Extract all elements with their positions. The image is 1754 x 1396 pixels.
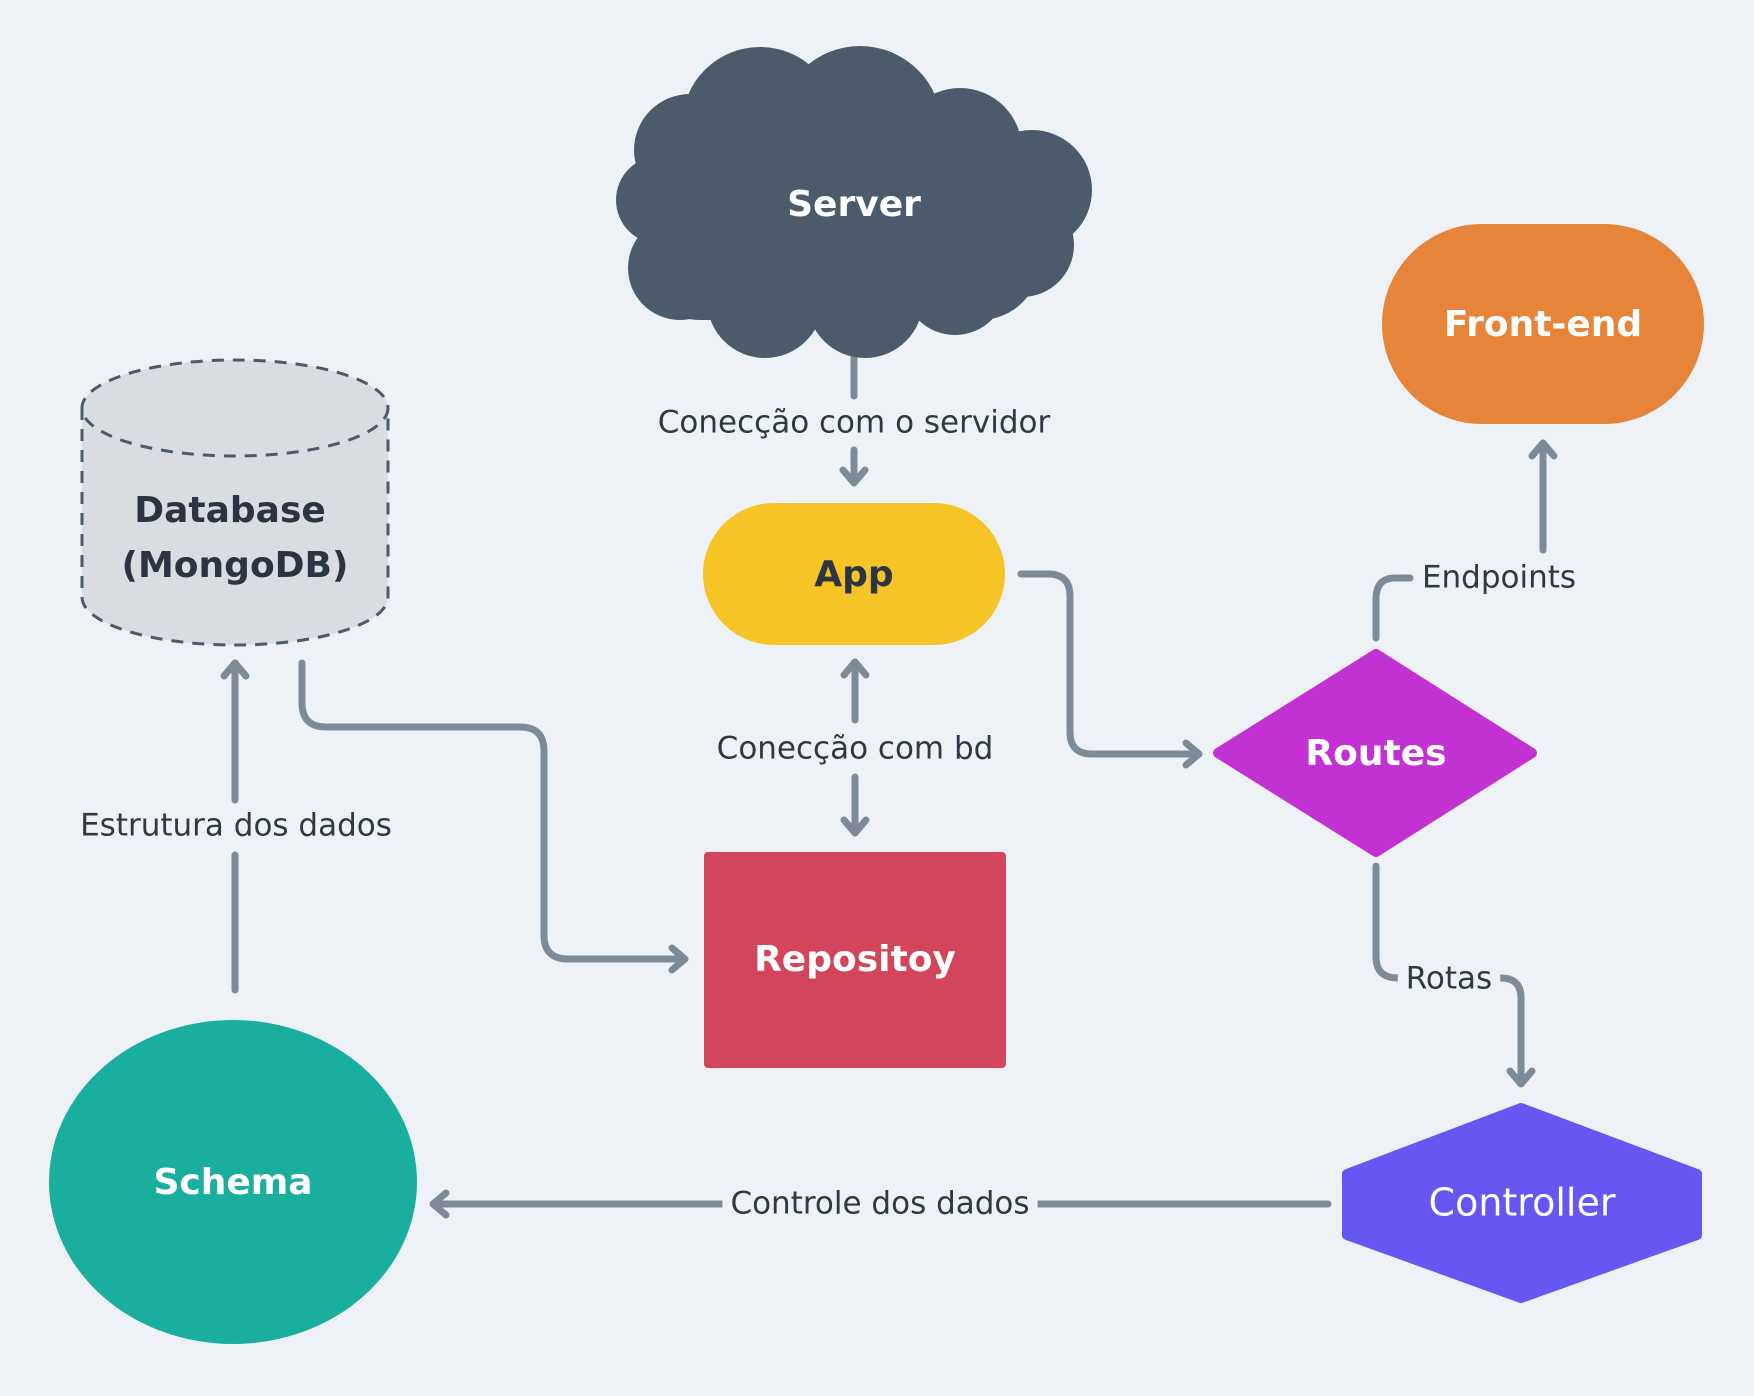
server-node[interactable]: Server — [616, 46, 1092, 358]
server-label: Server — [787, 184, 921, 225]
edge-label-server-app: Conecção com o servidor — [658, 405, 1051, 441]
frontend-shape — [1382, 224, 1704, 424]
cloud-shape — [616, 46, 1092, 358]
edge-label-schema-database: Estrutura dos dados — [80, 808, 392, 844]
repository-node[interactable]: Repositoy — [704, 852, 1006, 1068]
edge-routes-controller: Rotas — [1372, 862, 1536, 1088]
controller-label: Controller — [1429, 1181, 1616, 1225]
frontend-node[interactable]: Front-end — [1382, 224, 1704, 424]
controller-node[interactable]: Controller — [1342, 1103, 1702, 1303]
circle-shape — [49, 1020, 417, 1344]
app-shape — [703, 503, 1005, 645]
frontend-label: Front-end — [1444, 304, 1642, 345]
edge-label-app-repository: Conecção com bd — [717, 731, 994, 767]
edge-server-app: Conecção com o servidor — [649, 354, 1059, 487]
edge-schema-database: Estrutura dos dados — [72, 659, 400, 994]
routes-node[interactable]: Routes — [1213, 649, 1537, 857]
edge-label-background — [708, 728, 1002, 769]
edge-label-background — [72, 805, 400, 846]
edge-app-repository: Conecção com bd — [708, 658, 1002, 837]
app-node[interactable]: App — [703, 503, 1005, 645]
edge-controller-schema: Controle dos dados — [429, 1183, 1332, 1224]
edge-label-routes-controller: Rotas — [1406, 961, 1492, 997]
database-label-line2: (MongoDB) — [122, 545, 349, 586]
edge-label-controller-schema: Controle dos dados — [730, 1186, 1029, 1222]
database-label-line1: Database — [134, 490, 326, 531]
edge-label-background — [722, 1183, 1038, 1224]
app-label: App — [814, 554, 893, 595]
hexagon-shape — [1342, 1103, 1702, 1303]
edge-label-routes-frontend: Endpoints — [1422, 560, 1576, 596]
edge-database-repository — [298, 659, 689, 974]
diamond-shape — [1213, 649, 1537, 857]
edge-label-background — [1397, 958, 1501, 999]
cylinder-shape — [80, 358, 390, 647]
routes-label: Routes — [1305, 733, 1446, 774]
edge-app-routes — [1017, 570, 1203, 769]
database-node[interactable]: Database (MongoDB) — [80, 358, 390, 647]
edge-label-background — [1413, 557, 1585, 598]
schema-label: Schema — [153, 1162, 312, 1203]
edge-label-background — [649, 402, 1059, 443]
repository-shape — [704, 852, 1006, 1068]
edge-routes-frontend: Endpoints — [1372, 439, 1585, 642]
repository-label: Repositoy — [754, 939, 956, 980]
schema-node[interactable]: Schema — [49, 1020, 417, 1344]
